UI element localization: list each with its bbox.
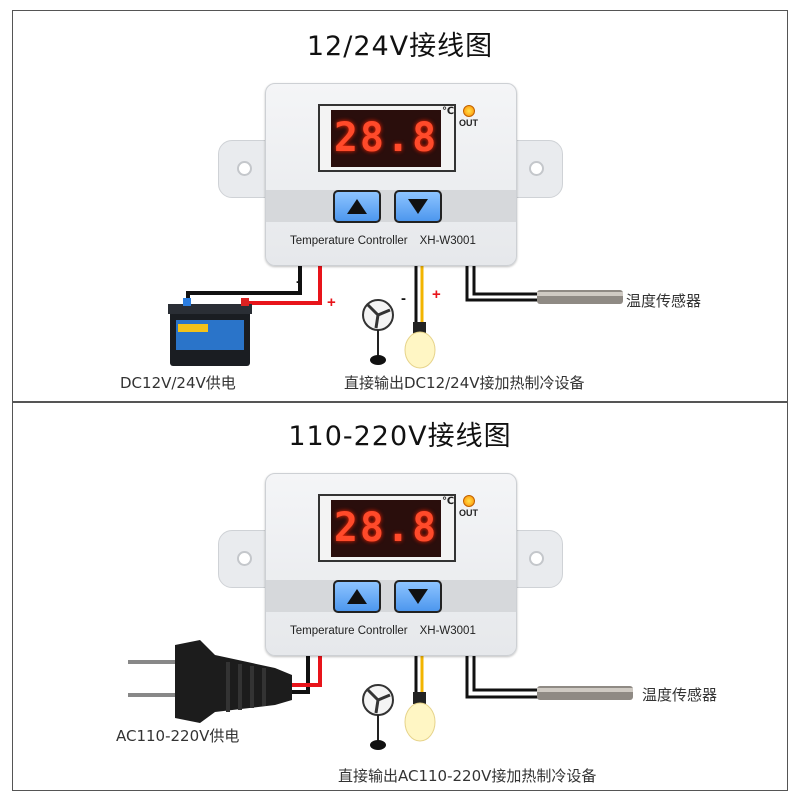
power-plus-sign: + xyxy=(327,294,336,311)
controller-name: Temperature Controller xyxy=(290,235,408,247)
power-minus-sign: - xyxy=(296,273,301,290)
button-strip xyxy=(266,190,516,222)
controller-body: 28.8 ℃ OUT Temperature Controller XH-W300… xyxy=(265,83,517,266)
display-frame: 28.8 xyxy=(318,104,456,172)
battery-icon xyxy=(168,298,252,366)
output-led-icon xyxy=(463,105,475,117)
output-plus-sign: + xyxy=(432,286,441,303)
power-red-wire xyxy=(248,255,322,305)
controller-model: XH-W3001 xyxy=(419,235,476,247)
section-title: 110-220V接线图 xyxy=(288,421,512,452)
section-title: 12/24V接线图 xyxy=(306,31,494,62)
arrow-up-icon xyxy=(347,589,367,604)
output-label: 直接输出AC110-220V接加热制冷设备 xyxy=(338,767,597,785)
panel-ac-wiring: 110-220V接线图 28.8 ℃ OUT Temperature Contr… xyxy=(0,400,800,790)
power-label: AC110-220V供电 xyxy=(116,727,240,745)
temperature-display: 28.8 xyxy=(331,110,441,167)
up-button[interactable] xyxy=(333,580,381,613)
temperature-controller: 28.8 ℃ OUT Temperature Controller XH-W300… xyxy=(218,73,563,268)
button-strip xyxy=(266,580,516,612)
controller-label: Temperature Controller XH-W3001 xyxy=(290,235,488,247)
temperature-probe-icon xyxy=(537,290,623,304)
wiring-graphics-ac xyxy=(128,640,633,750)
sensor-label: 温度传感器 xyxy=(642,686,718,704)
sensor-label: 温度传感器 xyxy=(626,292,702,310)
light-bulb-icon xyxy=(404,692,436,742)
controller-model: XH-W3001 xyxy=(419,625,476,637)
panel-dc-wiring: 12/24V接线图 28.8 ℃ OUT Temperature Control… xyxy=(0,10,800,400)
controller-name: Temperature Controller xyxy=(290,625,408,637)
controller-label: Temperature Controller XH-W3001 xyxy=(290,625,488,637)
display-frame: 28.8 xyxy=(318,494,456,562)
wiring-graphics-dc xyxy=(168,255,623,369)
down-button[interactable] xyxy=(394,190,442,223)
light-bulb-icon xyxy=(404,322,436,369)
output-led-icon xyxy=(463,495,475,507)
power-plug-icon xyxy=(128,640,292,723)
fan-icon xyxy=(362,684,394,750)
up-button[interactable] xyxy=(333,190,381,223)
arrow-up-icon xyxy=(347,199,367,214)
temperature-controller: 28.8 ℃ OUT Temperature Controller XH-W300… xyxy=(218,463,563,658)
led-label: OUT xyxy=(459,508,478,518)
fan-icon xyxy=(362,299,394,365)
unit-label: ℃ xyxy=(442,496,455,507)
down-button[interactable] xyxy=(394,580,442,613)
led-label: OUT xyxy=(459,118,478,128)
output-minus-sign: - xyxy=(401,290,406,307)
temperature-display: 28.8 xyxy=(331,500,441,557)
arrow-down-icon xyxy=(408,199,428,214)
temperature-probe-icon xyxy=(537,686,633,700)
section-divider xyxy=(12,401,788,403)
power-label: DC12V/24V供电 xyxy=(120,374,236,392)
outer-frame xyxy=(12,10,788,791)
unit-label: ℃ xyxy=(442,106,455,117)
arrow-down-icon xyxy=(408,589,428,604)
output-label: 直接输出DC12/24V接加热制冷设备 xyxy=(344,374,585,392)
controller-body: 28.8 ℃ OUT Temperature Controller XH-W300… xyxy=(265,473,517,656)
